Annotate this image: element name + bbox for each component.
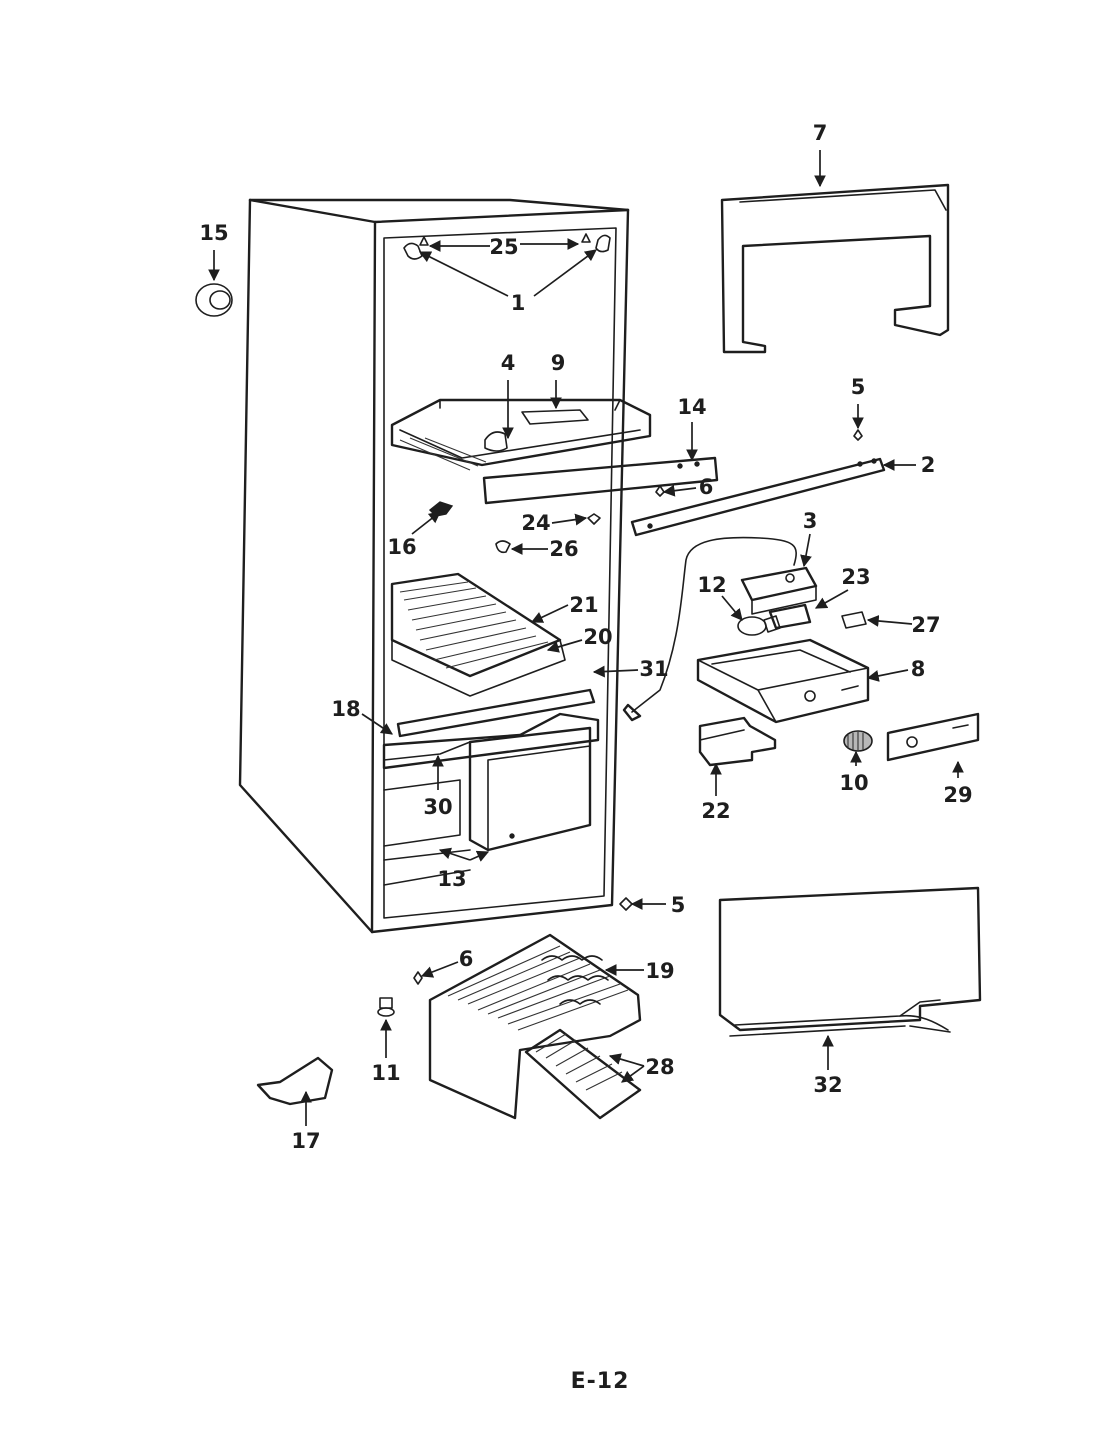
part-5-screw-lower — [619, 897, 633, 911]
callout-25: 25 — [489, 235, 518, 259]
callout-5-upper: 5 — [851, 375, 866, 399]
callout-15: 15 — [199, 221, 228, 245]
part-17-ice-scraper — [256, 1056, 334, 1106]
part-26-hinge-pin — [495, 540, 511, 554]
callout-11: 11 — [371, 1061, 400, 1085]
part-31-crisper-rail — [396, 688, 596, 738]
part-23-socket — [768, 603, 812, 630]
callout-24: 24 — [521, 511, 550, 535]
callout-29: 29 — [943, 783, 972, 807]
callout-26: 26 — [549, 537, 578, 561]
callout-22: 22 — [701, 799, 730, 823]
part-32-heater-panel — [718, 886, 982, 1037]
callout-28: 28 — [645, 1055, 674, 1079]
part-5-screw-upper — [853, 429, 863, 441]
part-11-leveling-foot — [377, 997, 395, 1017]
callout-2: 2 — [921, 453, 936, 477]
part-29-dial-plate — [886, 712, 980, 762]
callout-23: 23 — [841, 565, 870, 589]
callout-21: 21 — [569, 593, 598, 617]
part-callouts: 7 15 25 1 4 9 14 5 2 6 24 26 16 3 23 12 … — [199, 121, 972, 1153]
callout-7: 7 — [813, 121, 828, 145]
part-13-crisper-drawer — [383, 726, 592, 852]
part-25-fasteners — [419, 233, 591, 246]
page-label: E-12 — [571, 1369, 630, 1394]
callout-13: 13 — [437, 867, 466, 891]
callout-17: 17 — [291, 1129, 320, 1153]
part-24-screw — [587, 513, 601, 525]
part-7-door-frame — [720, 183, 950, 354]
callout-9: 9 — [551, 351, 566, 375]
part-19-evaporator — [428, 933, 642, 1120]
callout-12: 12 — [697, 573, 726, 597]
callout-10: 10 — [839, 771, 868, 795]
part-28-ice-tray — [524, 955, 642, 1120]
refrigerator-cabinet — [238, 198, 630, 934]
callout-19: 19 — [645, 959, 674, 983]
part-2-rail — [630, 457, 886, 537]
callout-32: 32 — [813, 1073, 842, 1097]
callout-18: 18 — [331, 697, 360, 721]
part-6-screw-lower — [413, 971, 423, 985]
callout-20: 20 — [583, 625, 612, 649]
part-3-thermostat — [622, 536, 818, 722]
callout-8: 8 — [911, 657, 926, 681]
callout-31: 31 — [639, 657, 668, 681]
callout-4: 4 — [501, 351, 516, 375]
callout-16: 16 — [387, 535, 416, 559]
part-14-trim-strip — [482, 456, 719, 505]
callout-3: 3 — [803, 509, 818, 533]
part-16-clip — [428, 501, 454, 517]
part-6-screw-upper — [655, 485, 665, 497]
leader-lines — [208, 150, 964, 1126]
callout-6-upper: 6 — [699, 475, 714, 499]
part-10-control-knob — [843, 730, 873, 752]
part-9-shelf-cover — [390, 398, 652, 471]
callout-1: 1 — [511, 291, 526, 315]
part-27-switch — [841, 611, 867, 629]
callout-14: 14 — [677, 395, 706, 419]
callout-30: 30 — [423, 795, 452, 819]
part-21-glass-shelf — [390, 572, 566, 697]
part-15-roller — [195, 283, 233, 317]
callout-5-lower: 5 — [671, 893, 686, 917]
callout-27: 27 — [911, 613, 940, 637]
callout-6-lower: 6 — [459, 947, 474, 971]
part-22-bracket — [698, 716, 777, 767]
part-8-control-housing — [696, 638, 870, 724]
